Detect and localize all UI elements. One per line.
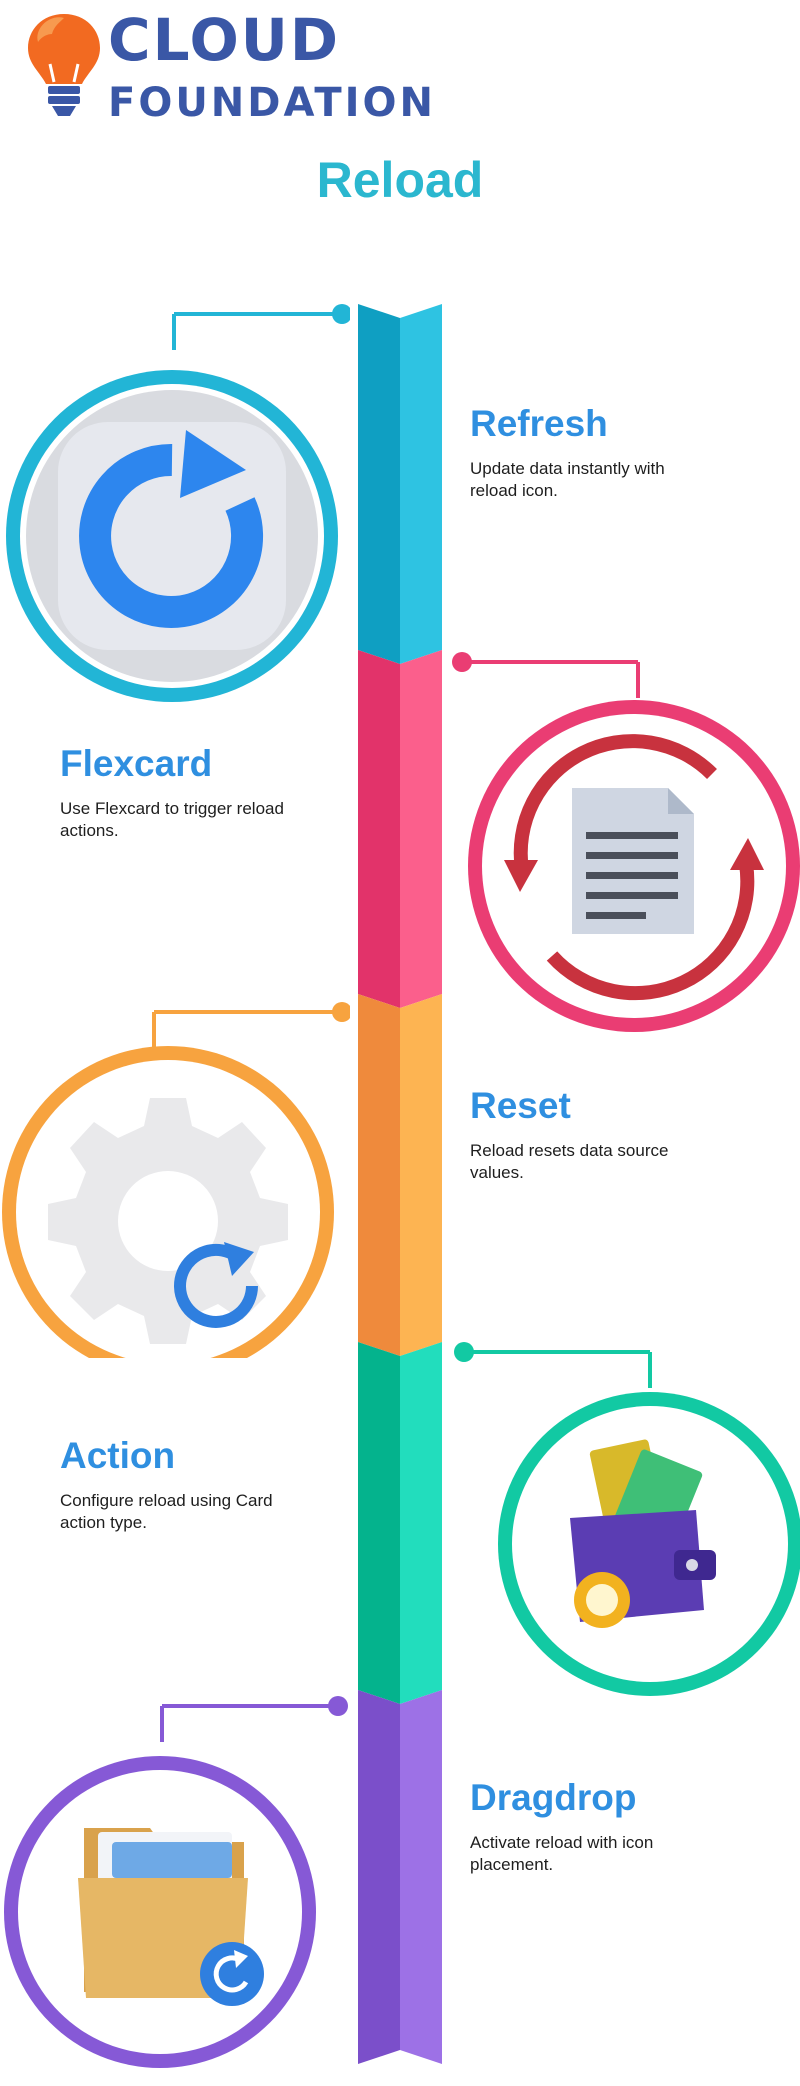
step-title-reset: Reset	[470, 1085, 571, 1126]
step-dragdrop-illustration	[4, 1696, 348, 2068]
page-title: Reload	[316, 152, 484, 208]
step-title-dragdrop: Dragdrop	[470, 1777, 637, 1818]
brand-name-line1: CLOUD	[108, 6, 341, 74]
step-desc-flexcard: Use Flexcard to trigger reload actions.	[60, 799, 284, 840]
step-title-flexcard: Flexcard	[60, 743, 213, 784]
step-title-refresh: Refresh	[470, 403, 608, 444]
step-desc-action: Configure reload using Card action type.	[60, 1491, 273, 1532]
lightbulb-icon	[28, 14, 100, 116]
folder-reload-icon	[78, 1828, 264, 2006]
wallet-icon	[570, 1439, 716, 1628]
step-flexcard-illustration	[452, 652, 800, 1032]
step-action-illustration	[454, 1342, 800, 1696]
step-desc-dragdrop: Activate reload with icon placement.	[470, 1833, 654, 1874]
step-refresh-illustration	[6, 304, 350, 702]
step-desc-refresh: Update data instantly with reload icon.	[470, 459, 665, 500]
step-reset-illustration	[2, 1002, 350, 1358]
timeline-bar	[358, 304, 442, 2064]
gear-reload-icon	[48, 1098, 288, 1344]
document-sync-icon	[504, 734, 764, 1001]
reload-arrow-icon	[58, 422, 286, 650]
brand-name-line2: FOUNDATION	[108, 80, 436, 126]
brand-logo: CLOUD FOUNDATION	[24, 8, 484, 128]
step-title-action: Action	[60, 1435, 176, 1476]
step-desc-reset: Reload resets data source values.	[470, 1141, 669, 1182]
